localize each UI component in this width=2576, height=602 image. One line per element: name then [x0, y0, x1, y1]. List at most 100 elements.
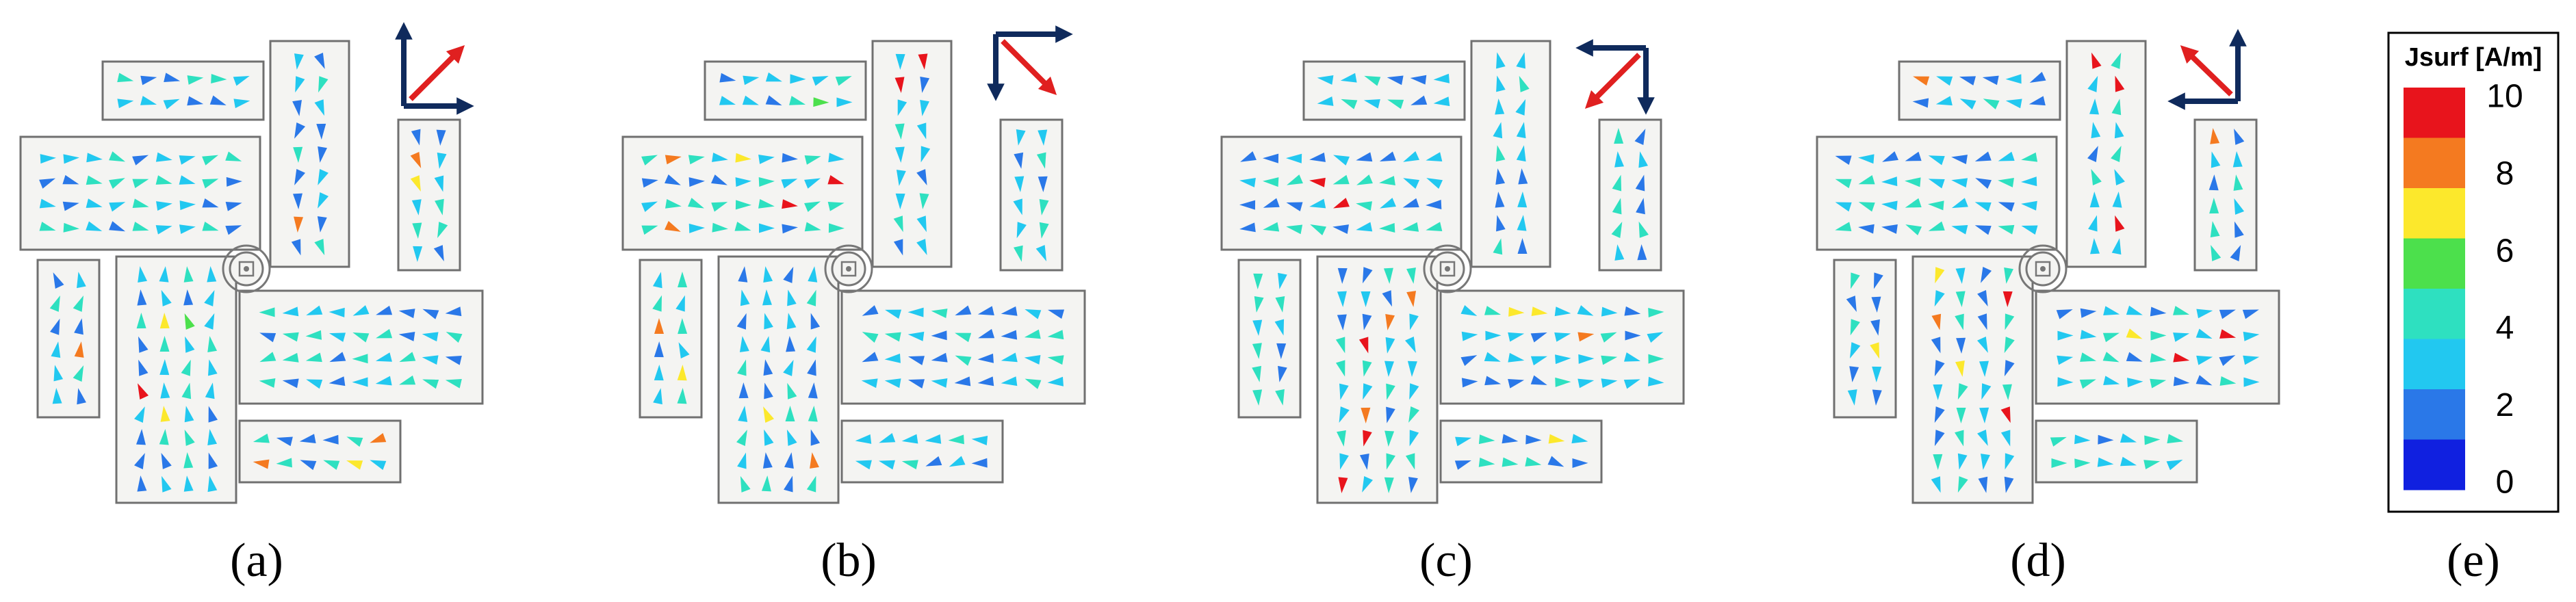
plate-right-wide	[1439, 289, 1685, 405]
current-vector-arrow	[810, 429, 821, 446]
current-vector-arrow	[1635, 174, 1645, 192]
current-vector-arrow	[2004, 267, 2013, 284]
current-vector-arrow	[1519, 75, 1530, 92]
current-vector-arrow	[1871, 296, 1881, 313]
current-vector-arrow	[314, 239, 325, 256]
current-vector-arrow	[1928, 200, 1944, 211]
current-vector-arrow	[862, 352, 879, 363]
current-vector-arrow	[1047, 376, 1064, 387]
current-vector-arrow	[1286, 153, 1302, 163]
current-vector-arrow	[2173, 352, 2190, 363]
current-vector-arrow	[1358, 337, 1369, 354]
current-vector-arrow	[399, 352, 416, 363]
current-vector-arrow	[1951, 178, 1968, 188]
current-vector-arrow	[226, 176, 242, 187]
current-vector-arrow	[740, 475, 751, 493]
current-vector-arrow	[86, 198, 103, 208]
current-vector-arrow	[63, 154, 79, 164]
feed-port	[840, 261, 857, 277]
current-vector-arrow	[1387, 99, 1404, 109]
current-vector-arrow	[1013, 198, 1022, 215]
current-vector-arrow	[1956, 407, 1966, 423]
current-vector-arrow	[1955, 313, 1964, 330]
current-vector-arrow	[1872, 366, 1882, 382]
current-vector-arrow	[1403, 178, 1419, 189]
current-vector-arrow	[786, 429, 797, 446]
current-vector-arrow	[1998, 224, 2015, 235]
current-vector-arrow	[181, 382, 192, 400]
current-vector-arrow	[1959, 99, 1976, 110]
feed-pin	[244, 266, 249, 272]
plate-right-wide	[2035, 289, 2280, 405]
current-vector-arrow	[1858, 154, 1875, 164]
current-vector-arrow	[1516, 122, 1526, 139]
current-vector-arrow	[1578, 354, 1595, 364]
current-vector-arrow	[1638, 151, 1648, 168]
current-vector-arrow	[1956, 337, 1966, 354]
current-vector-arrow	[1554, 306, 1571, 317]
current-vector-arrow	[1426, 178, 1443, 189]
current-vector-arrow	[207, 336, 218, 353]
feed-port	[238, 261, 255, 277]
current-vector-arrow	[664, 220, 681, 232]
current-vector-arrow	[764, 382, 773, 400]
current-vector-arrow	[137, 475, 147, 492]
current-vector-arrow	[2091, 52, 2102, 69]
current-vector-arrow	[74, 318, 83, 335]
current-vector-arrow	[2150, 306, 2167, 317]
current-vector-arrow	[282, 378, 299, 389]
current-vector-arrow	[352, 305, 370, 316]
legend-tick-label: 10	[2486, 79, 2523, 115]
current-vector-arrow	[1858, 202, 1875, 212]
current-vector-arrow	[1485, 330, 1502, 341]
current-vector-arrow	[2173, 332, 2190, 342]
plate-bottom-short	[2035, 419, 2198, 484]
current-vector-arrow	[2234, 128, 2245, 145]
plate-right-thin	[999, 118, 1064, 272]
current-vector-arrow	[1478, 434, 1495, 445]
current-vector-arrow	[1571, 434, 1588, 444]
current-vector-arrow	[1433, 96, 1450, 107]
current-vector-arrow	[422, 355, 439, 365]
current-vector-arrow	[1493, 238, 1503, 255]
current-vector-arrow	[1036, 152, 1046, 169]
current-vector-arrow	[879, 433, 896, 443]
current-vector-arrow	[1979, 361, 1989, 377]
current-vector-arrow	[1637, 244, 1647, 261]
current-vector-arrow	[179, 224, 196, 235]
current-vector-arrow	[2233, 174, 2243, 191]
current-vector-arrow	[1977, 290, 1988, 306]
current-vector-arrow	[812, 76, 829, 86]
current-vector-arrow	[52, 388, 62, 404]
current-vector-arrow	[2000, 430, 2011, 447]
current-vector-arrow	[184, 406, 194, 423]
current-vector-arrow	[132, 179, 149, 189]
current-vector-arrow	[410, 152, 422, 168]
current-vector-arrow	[1408, 477, 1418, 493]
current-vector-arrow	[1387, 75, 1404, 86]
current-vector-arrow	[1039, 199, 1049, 215]
current-vector-arrow	[2005, 453, 2015, 470]
current-vector-arrow	[208, 359, 218, 376]
current-vector-arrow	[2002, 291, 2013, 307]
legend-color-bar	[2404, 88, 2465, 490]
current-vector-arrow	[1955, 361, 1965, 377]
current-vector-arrow	[306, 379, 323, 389]
current-vector-arrow	[1554, 332, 1571, 342]
current-vector-arrow	[1905, 224, 1922, 236]
current-vector-arrow	[163, 99, 180, 109]
plate-top-short	[1302, 60, 1466, 121]
current-vector-arrow	[1508, 332, 1525, 342]
current-vector-arrow	[209, 95, 227, 105]
current-vector-arrow	[2057, 330, 2074, 341]
current-vector-arrow	[211, 74, 227, 84]
current-vector-arrow	[764, 313, 773, 330]
current-vector-arrow	[1263, 198, 1280, 208]
current-vector-arrow	[2028, 96, 2046, 106]
current-vector-arrow	[1611, 222, 1623, 238]
current-vector-arrow	[764, 429, 774, 446]
current-vector-arrow	[318, 76, 329, 93]
current-vector-arrow	[1379, 151, 1396, 162]
current-vector-arrow	[1001, 376, 1018, 387]
current-vector-arrow	[2029, 71, 2046, 83]
